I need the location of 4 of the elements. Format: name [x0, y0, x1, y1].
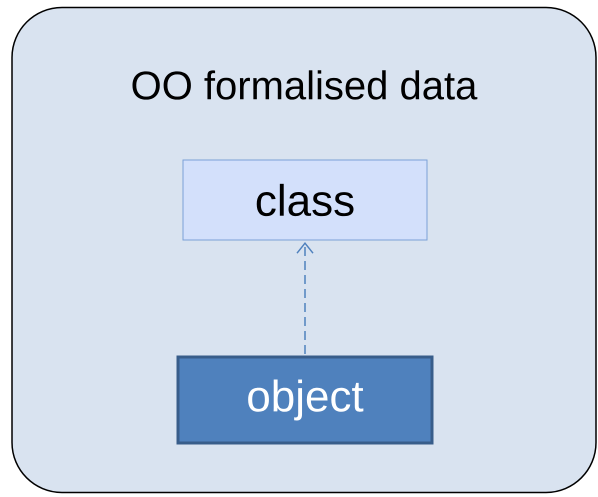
panel-title: OO formalised data — [132, 70, 478, 100]
dashed-arrow — [296, 242, 314, 354]
object-box: object — [176, 355, 434, 444]
class-box: class — [182, 160, 428, 240]
